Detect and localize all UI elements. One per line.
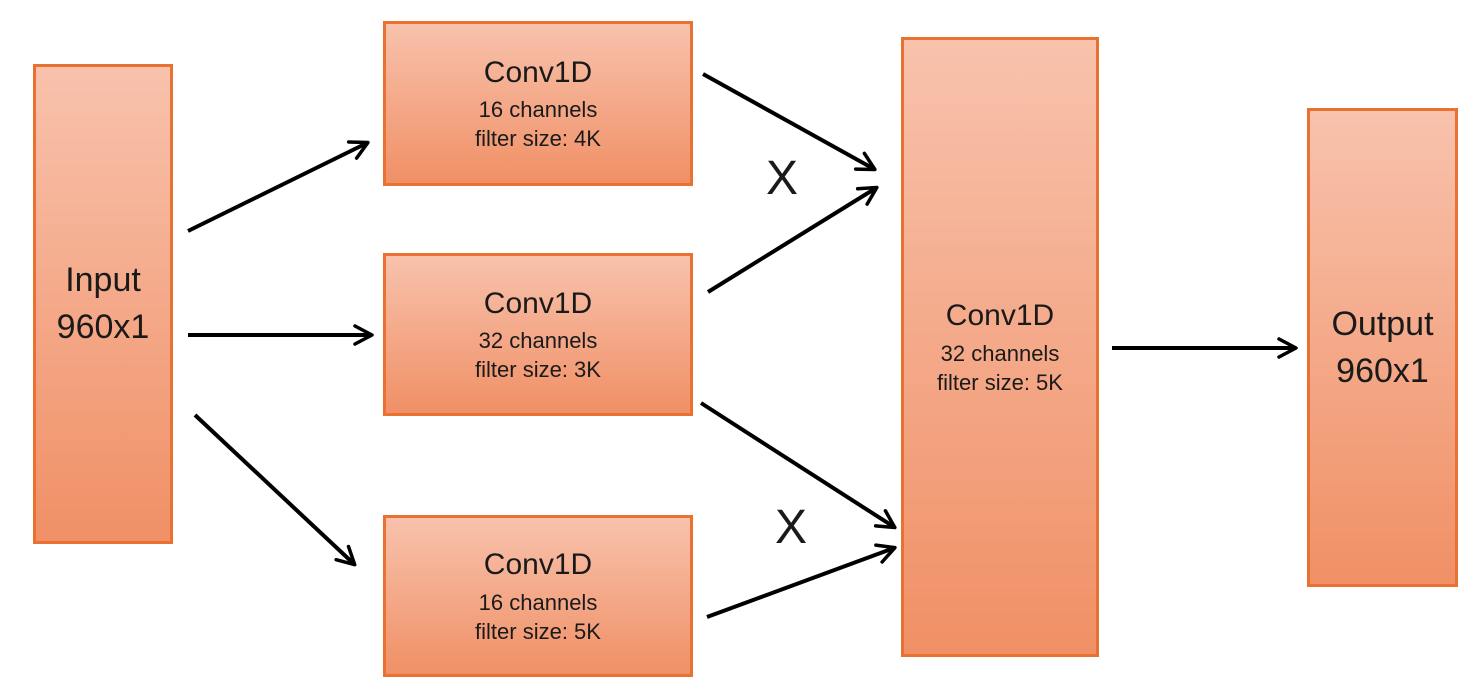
output-node: Output 960x1 (1307, 108, 1458, 587)
conv-branch-mid-filter-size: filter size: 3K (475, 357, 601, 383)
conv-branch-top-node: Conv1D 16 channels filter size: 4K (383, 21, 693, 186)
arrow-conv-bottom-to-merge (706, 543, 897, 619)
conv-branch-bottom-title: Conv1D (483, 548, 593, 582)
input-size-label: 960x1 (56, 308, 150, 346)
conv-branch-mid-node: Conv1D 32 channels filter size: 3K (383, 253, 693, 416)
output-label: Output (1331, 304, 1434, 343)
conv-branch-bottom-node: Conv1D 16 channels filter size: 5K (383, 515, 693, 677)
conv-merge-filter-size: filter size: 5K (937, 369, 1063, 395)
conv-branch-mid-channels: 32 channels (478, 328, 598, 354)
conv-merge-title: Conv1D (945, 299, 1055, 333)
arrow-input-to-conv-top (187, 140, 370, 233)
multiply-operator-bottom: X (774, 501, 808, 554)
conv-merge-node: Conv1D 32 channels filter size: 5K (901, 37, 1099, 657)
conv-branch-mid-title: Conv1D (483, 286, 593, 320)
conv-branch-bottom-filter-size: filter size: 5K (475, 618, 601, 644)
multiply-operator-top: X (765, 152, 799, 205)
conv-branch-top-channels: 16 channels (478, 97, 598, 123)
output-size-label: 960x1 (1336, 351, 1429, 390)
conv-branch-bottom-channels: 16 channels (478, 589, 598, 615)
conv-merge-channels: 32 channels (940, 340, 1060, 366)
conv-branch-top-filter-size: filter size: 4K (475, 126, 601, 152)
input-node: Input 960x1 (33, 64, 173, 544)
input-label: Input (65, 261, 141, 300)
arrow-input-to-conv-bottom (193, 413, 357, 567)
conv-branch-top-title: Conv1D (483, 55, 593, 89)
